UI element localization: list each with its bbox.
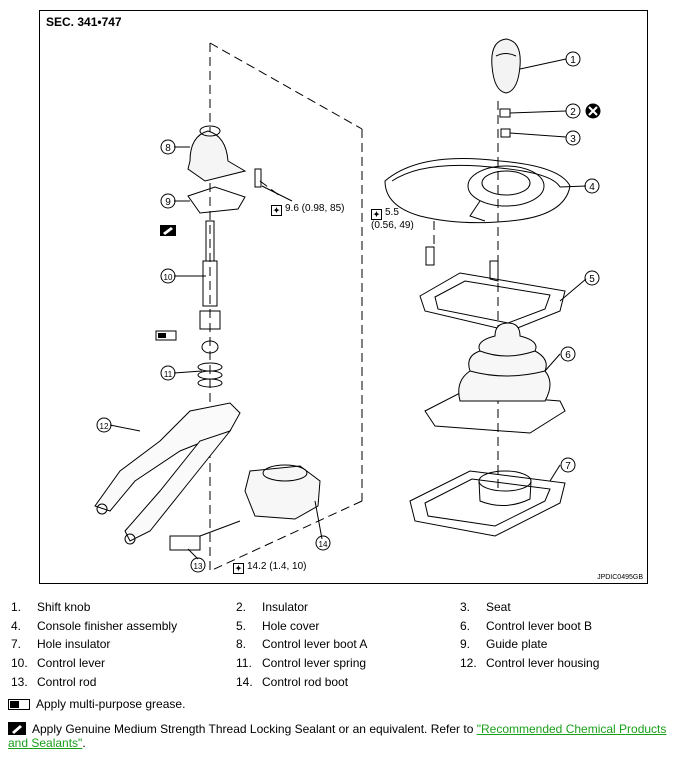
callout-5: 5 [589,274,595,285]
callout-10: 10 [164,273,173,282]
legend-item: 13.Control rod [11,675,97,689]
callout-6: 6 [565,350,571,361]
no-reuse-icon [585,103,601,119]
chemical-products-link[interactable]: "Recommended Chemical Products and Seala… [8,722,667,750]
callout-11: 11 [164,370,173,379]
torque-value-2a: 5.5 [385,207,399,218]
grease-marker-icon [155,330,177,341]
guide-plate-drawing [187,168,262,214]
legend-item: 6.Control lever boot B [460,619,593,633]
callout-14: 14 [319,540,328,549]
control-lever-drawing [199,220,221,354]
exploded-diagram: 1 2 3 4 5 6 7 8 9 10 11 12 13 14 SEC. 34… [39,10,648,584]
section-code: SEC. 341•747 [46,15,122,29]
torque-value-1: 9.6 (0.98, 85) [285,203,345,214]
figure-id: JPDIC0495GB [597,574,643,581]
diagram-artwork: 1 2 3 4 5 6 7 8 9 10 11 12 13 14 [94,38,601,573]
torque-spec-3: ✦14.2 (1.4, 10) [233,561,306,574]
sealant-marker-icon [160,225,176,236]
callout-3: 3 [570,134,576,145]
legend-item: 14.Control rod boot [236,675,349,689]
grease-note-text: Apply multi-purpose grease. [36,697,186,711]
assembly-lines [209,42,499,572]
legend-item: 12.Control lever housing [460,656,600,670]
control-lever-housing-drawing [94,402,241,545]
callout-13: 13 [194,562,203,571]
leader-lines [109,58,587,560]
legend-item: 8.Control lever boot A [236,637,368,651]
sealant-note-end: . [82,736,86,750]
torque-icon: ✦ [371,209,382,220]
callout-12: 12 [100,422,109,431]
callout-7: 7 [565,461,571,472]
torque-value-3: 14.2 (1.4, 10) [247,561,307,572]
shift-knob-drawing [491,38,521,138]
legend-item: 9.Guide plate [460,637,548,651]
legend-item: 1.Shift knob [11,600,91,614]
callout-2: 2 [570,107,576,118]
callout-9: 9 [165,197,171,208]
legend-item: 4.Console finisher assembly [11,619,178,633]
callout-4: 4 [589,182,595,193]
grease-icon [8,699,30,710]
callout-8: 8 [165,143,171,154]
torque-value-2b: (0.56, 49) [371,220,414,231]
control-lever-boot-b-drawing [424,322,566,434]
legend-item: 2.Insulator [236,600,309,614]
torque-icon: ✦ [233,563,244,574]
hole-cover-drawing [419,246,566,332]
callout-circles [96,51,600,573]
legend-item: 10.Control lever [11,656,106,670]
control-rod-drawing [169,520,241,551]
sealant-icon [8,722,26,735]
legend-item: 7.Hole insulator [11,637,111,651]
torque-spec-1: ✦9.6 (0.98, 85) [271,203,344,216]
control-lever-spring-drawing [197,362,223,388]
sealant-note: Apply Genuine Medium Strength Thread Loc… [8,722,668,750]
hole-insulator-drawing [409,470,566,537]
control-rod-boot-drawing [244,464,321,520]
legend-item: 3.Seat [460,600,511,614]
grease-note: Apply multi-purpose grease. [8,697,185,711]
legend-item: 11.Control lever spring [236,656,367,670]
callout-1: 1 [570,55,576,66]
sealant-note-text: Apply Genuine Medium Strength Thread Loc… [32,722,477,736]
torque-icon: ✦ [271,205,282,216]
torque-spec-2: ✦5.5 (0.56, 49) [371,207,414,232]
legend-item: 5.Hole cover [236,619,320,633]
console-finisher-drawing [384,158,571,224]
control-lever-boot-a-drawing [187,125,247,182]
